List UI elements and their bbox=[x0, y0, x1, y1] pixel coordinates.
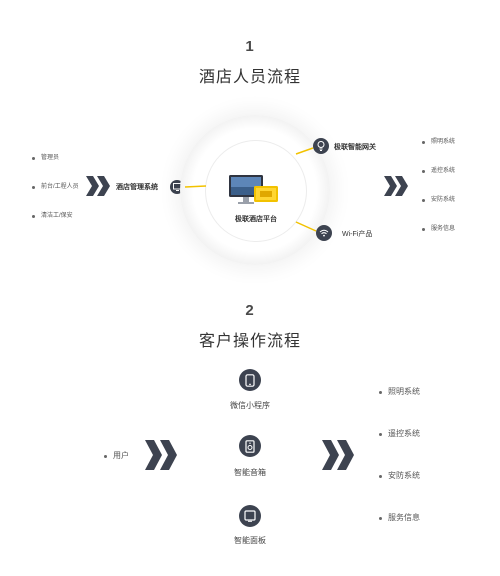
device-label: 智能音箱 bbox=[234, 468, 266, 477]
list-item: 前台/工程人员 bbox=[32, 183, 79, 212]
section1-title: 酒店人员流程 bbox=[198, 69, 301, 86]
lightbulb-icon bbox=[313, 138, 329, 154]
list-item: 安防系统 bbox=[422, 196, 455, 225]
list-item: 照明系统 bbox=[422, 138, 455, 167]
platform-devices-icon bbox=[229, 175, 278, 204]
list-item: 清洁工/保安 bbox=[32, 212, 79, 241]
list-item: 遥控系统 bbox=[379, 429, 420, 471]
chevron-right-icon bbox=[86, 176, 110, 196]
staff-list: 管理员 前台/工程人员 清洁工/保安 bbox=[32, 154, 79, 241]
chevron-right-icon bbox=[322, 440, 354, 470]
list-item: 遥控系统 bbox=[422, 167, 455, 196]
user-list: 用户 bbox=[104, 451, 129, 493]
chevron-right-icon bbox=[384, 176, 408, 196]
device-label: 智能面板 bbox=[234, 536, 266, 545]
list-item: 服务信息 bbox=[422, 225, 455, 254]
system-list: 照明系统 遥控系统 安防系统 服务信息 bbox=[422, 138, 455, 254]
device-label: 微信小程序 bbox=[230, 401, 270, 410]
list-item: 安防系统 bbox=[379, 471, 420, 513]
section2-number: 2 bbox=[245, 302, 255, 319]
list-item: 照明系统 bbox=[379, 387, 420, 429]
chevron-right-icon bbox=[145, 440, 177, 470]
center-label: 极联酒店平台 bbox=[235, 216, 277, 223]
section2-title: 客户操作流程 bbox=[198, 333, 301, 350]
list-item: 管理员 bbox=[32, 154, 79, 183]
list-item: 用户 bbox=[104, 451, 129, 493]
tablet-icon bbox=[239, 505, 261, 527]
speaker-icon bbox=[239, 435, 261, 457]
wifi-icon bbox=[316, 225, 332, 241]
gateway-label: 极联智能网关 bbox=[334, 144, 376, 151]
system-list-2: 照明系统 遥控系统 安防系统 服务信息 bbox=[379, 387, 420, 555]
platform-ring bbox=[205, 140, 307, 242]
wifi-label: Wi-Fi产品 bbox=[342, 231, 373, 238]
phone-icon bbox=[239, 369, 261, 391]
list-item: 服务信息 bbox=[379, 513, 420, 555]
hub-label: 酒店管理系统 bbox=[116, 184, 158, 191]
section1-number: 1 bbox=[245, 38, 255, 55]
